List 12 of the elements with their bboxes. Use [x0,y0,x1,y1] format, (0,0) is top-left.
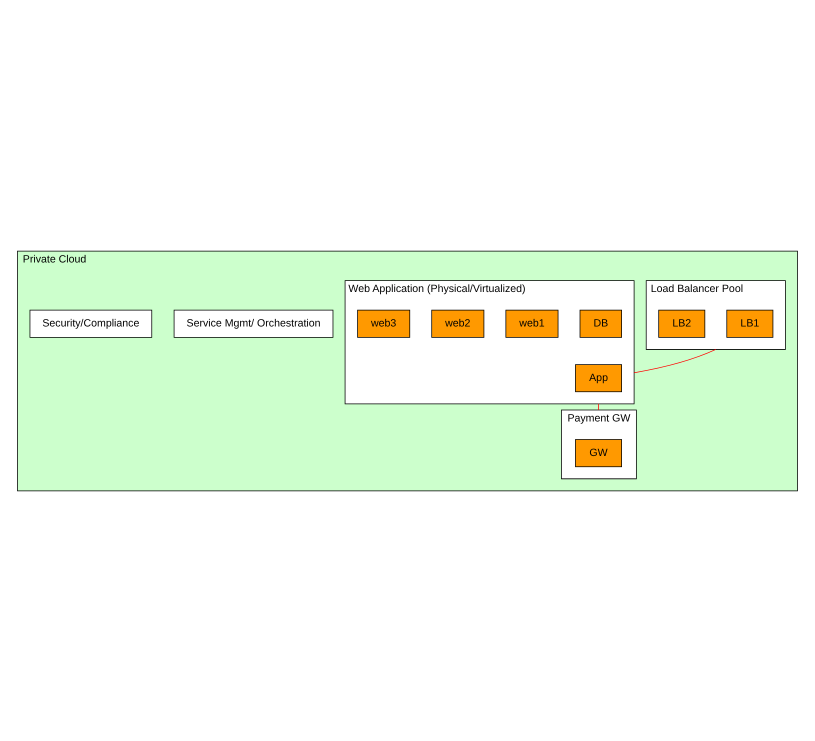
node-box: LB2 [658,309,706,338]
node-box: web2 [431,309,484,338]
node-box: LB1 [726,309,774,338]
node-box: Security/Compliance [30,309,152,338]
node-box: web3 [357,309,410,338]
connector [634,348,716,373]
node-box: GW [575,438,622,467]
node-box: DB [580,309,622,338]
node-box: web1 [505,309,558,338]
node-box: Service Mgmt/ Orchestration [174,309,334,338]
connector [598,403,599,410]
node-box: App [575,364,622,392]
